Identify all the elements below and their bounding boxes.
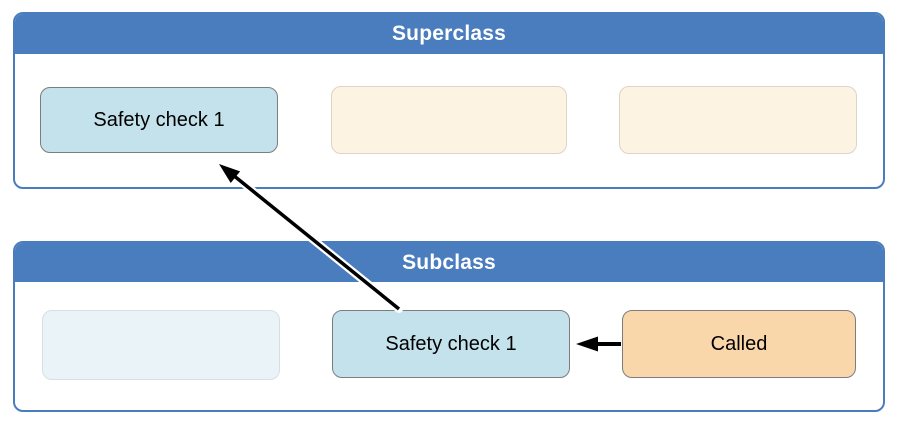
subclass-empty-box [42, 310, 280, 380]
superclass-empty-box-1 [331, 86, 567, 154]
subclass-called-label: Called [710, 332, 768, 355]
superclass-safety-check-1-label: Safety check 1 [93, 108, 225, 131]
subclass-safety-check-1-box: Safety check 1 [332, 310, 570, 378]
superclass-title: Superclass [391, 22, 507, 45]
superclass-safety-check-1-box: Safety check 1 [40, 87, 278, 153]
superclass-container: Superclass Safety check 1 [13, 12, 885, 189]
subclass-called-box: Called [622, 310, 856, 378]
superclass-header: Superclass [15, 14, 883, 54]
superclass-empty-box-2 [619, 86, 857, 154]
subclass-safety-check-1-label: Safety check 1 [385, 332, 517, 355]
subclass-container: Subclass Safety check 1 Called [13, 241, 885, 412]
subclass-title: Subclass [402, 250, 496, 274]
subclass-header: Subclass [15, 243, 883, 282]
